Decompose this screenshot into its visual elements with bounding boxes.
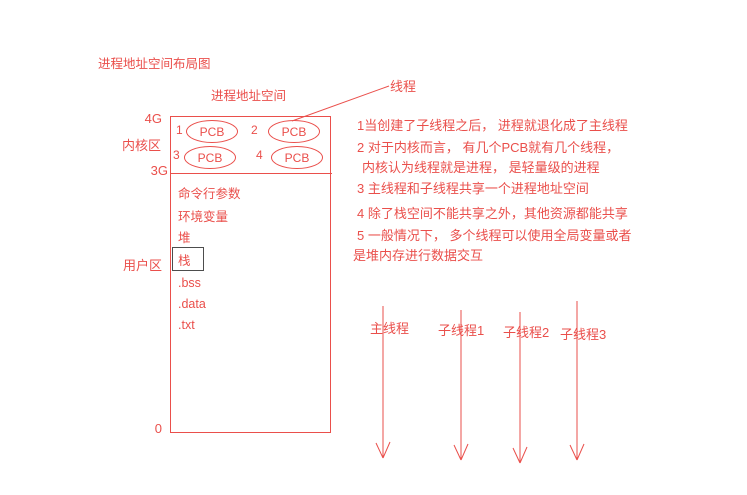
pcb-number: 2: [251, 123, 258, 137]
page-title: 进程地址空间布局图: [98, 57, 211, 71]
memory-segment-label: 环境变量: [178, 210, 229, 224]
thread-label-child3: 子线程3: [560, 327, 607, 342]
pcb-label: PCB: [281, 124, 307, 139]
axis-label-4g: 4G: [144, 111, 162, 126]
address-space-box: [170, 116, 331, 433]
thread-arrow-child3: [569, 301, 585, 461]
axis-label-0: 0: [154, 421, 162, 436]
memory-segment-label: .bss: [178, 276, 201, 290]
note-line: 5 一般情况下， 多个线程可以使用全局变量或者: [357, 228, 632, 243]
memory-segment-label: .data: [178, 297, 206, 311]
address-space-label: 进程地址空间: [211, 89, 287, 103]
pcb-ellipse: PCB: [184, 146, 236, 169]
memory-segment-label: .txt: [178, 318, 195, 332]
thread-label-main: 主线程: [370, 321, 410, 336]
note-line: 1当创建了子线程之后， 进程就退化成了主线程: [357, 118, 628, 133]
memory-segment-label: 堆: [178, 231, 191, 245]
pcb-number: 1: [176, 123, 183, 137]
pcb-number: 3: [173, 148, 180, 162]
memory-segment-label: 栈: [178, 253, 191, 268]
memory-segment-label: 命令行参数: [178, 187, 241, 201]
user-zone-label: 用户区: [123, 258, 163, 273]
note-line: 2 对于内核而言， 有几个PCB就有几个线程，: [357, 140, 620, 155]
axis-label-3g: 3G: [150, 163, 168, 178]
pcb-ellipse: PCB: [186, 120, 238, 143]
note-line: 4 除了栈空间不能共享之外，其他资源都能共享: [357, 206, 628, 221]
note-line: 是堆内存进行数据交互: [353, 248, 484, 263]
kernel-zone-label: 内核区: [122, 138, 162, 153]
pcb-label: PCB: [197, 150, 223, 165]
note-line: 内核认为线程就是进程， 是轻量级的进程: [362, 160, 600, 175]
pcb-label: PCB: [199, 124, 225, 139]
thread-label-child2: 子线程2: [503, 325, 550, 340]
thread-label-child1: 子线程1: [438, 323, 485, 338]
pcb-ellipse: PCB: [268, 120, 320, 143]
stack-highlight-box: 栈: [172, 247, 204, 271]
note-line: 3 主线程和子线程共享一个进程地址空间: [357, 181, 589, 196]
kernel-user-divider: [170, 173, 332, 174]
thread-pointer-label: 线程: [390, 79, 417, 94]
pcb-label: PCB: [284, 150, 310, 165]
pcb-number: 4: [256, 148, 263, 162]
pcb-ellipse: PCB: [271, 146, 323, 169]
